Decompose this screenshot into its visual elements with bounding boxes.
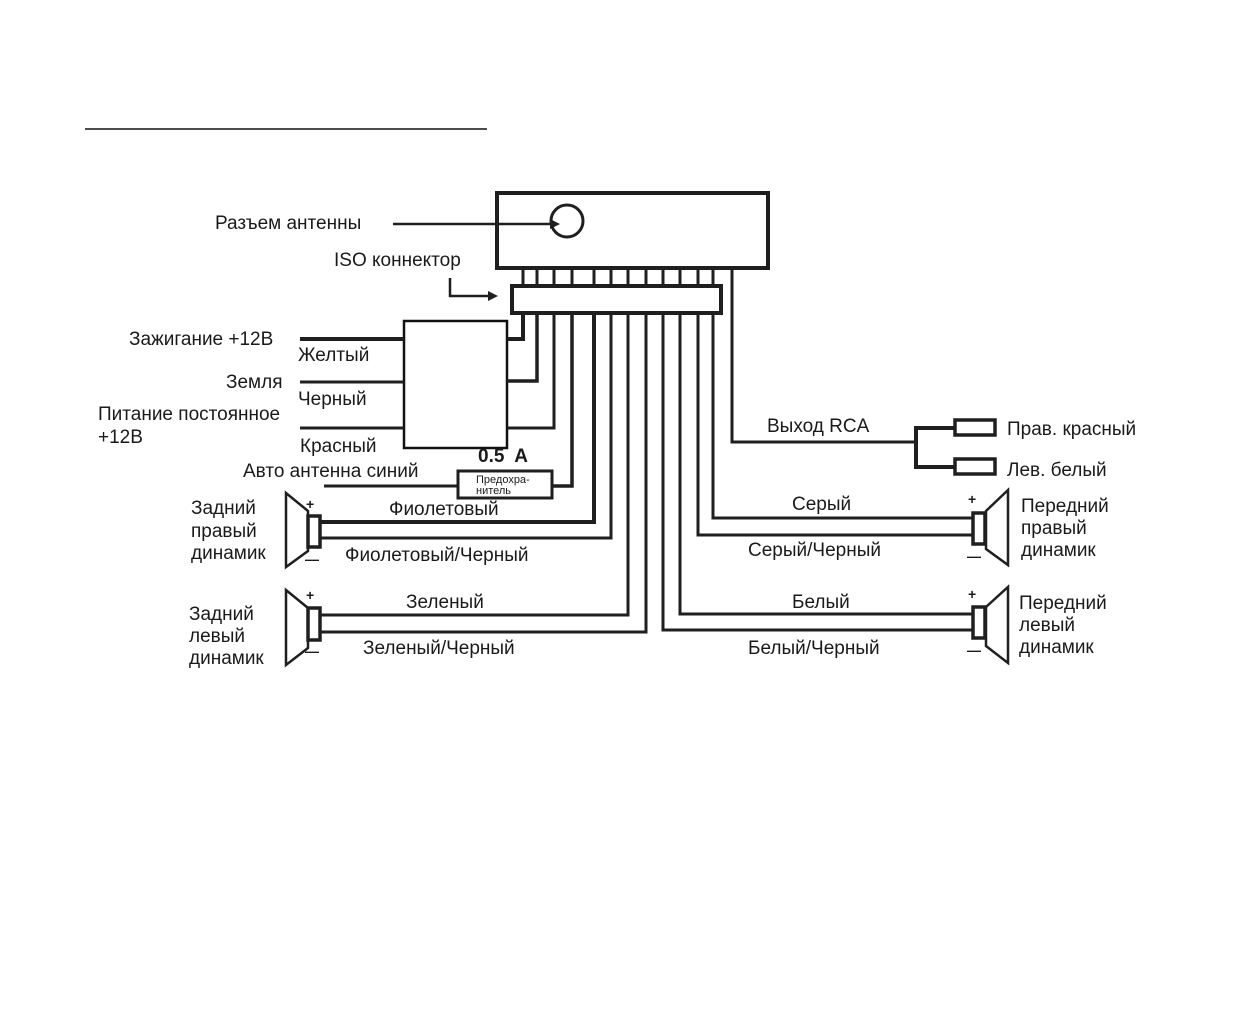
violet-wire-label: Фиолетовый — [389, 499, 499, 520]
rear-right-speaker-label-3: динамик — [191, 543, 266, 564]
green-black-wire-label: Зеленый/Черный — [363, 638, 515, 659]
auto-antenna-label: Авто антенна синий — [243, 461, 418, 482]
rca-left-label: Лев. белый — [1007, 460, 1107, 481]
plus-sign: + — [306, 587, 314, 603]
fuse-label: Предохра- — [476, 474, 530, 486]
rca-wire — [730, 268, 916, 444]
front-right-speaker-label: Передний — [1021, 496, 1109, 517]
black-wire-label: Черный — [298, 389, 367, 410]
head-unit — [495, 191, 770, 270]
green-wire-label: Зеленый — [406, 592, 484, 613]
white-wire — [678, 313, 973, 616]
plus-sign: + — [968, 491, 976, 507]
fuse — [456, 469, 554, 500]
front-left-speaker-label-3: динамик — [1019, 637, 1094, 658]
front-right-speaker-label-2: правый — [1021, 518, 1087, 539]
front-right-speaker-icon — [971, 487, 1010, 568]
minus-sign: — — [967, 548, 981, 564]
constant-power-label-2: +12В — [98, 427, 143, 448]
white-wire-label: Белый — [792, 592, 850, 613]
rear-right-speaker-icon — [284, 490, 322, 570]
front-left-speaker-label: Передний — [1019, 593, 1107, 614]
gray-black-wire — [696, 313, 973, 537]
rear-left-speaker-label-2: левый — [189, 626, 245, 647]
violet-wire — [320, 313, 596, 524]
constant-power-label: Питание постоянное — [98, 404, 280, 425]
fuse-label-2: нитель — [476, 485, 511, 497]
yellow-wire-label: Желтый — [298, 345, 369, 366]
front-right-speaker-label-3: динамик — [1021, 540, 1096, 561]
minus-sign: — — [967, 642, 981, 658]
front-left-speaker-icon — [971, 584, 1010, 666]
gray-wire-label: Серый — [792, 494, 851, 515]
white-black-wire — [661, 313, 973, 632]
rca-left-plug — [953, 457, 997, 476]
rear-right-speaker-label-2: правый — [191, 521, 257, 542]
plus-sign: + — [306, 496, 314, 512]
gray-wire — [711, 313, 973, 520]
black-wire — [507, 313, 539, 383]
front-left-speaker-label-2: левый — [1019, 615, 1075, 636]
rear-left-speaker-label-3: динамик — [189, 648, 264, 669]
plus-sign: + — [968, 586, 976, 602]
violet-black-wire — [320, 313, 613, 540]
arrow-icon — [488, 291, 498, 301]
minus-sign: — — [305, 551, 319, 567]
iso-pointer-line — [448, 278, 490, 298]
rear-left-speaker-icon — [284, 587, 322, 668]
minus-sign: — — [305, 643, 319, 659]
rear-left-speaker-label: Задний — [189, 604, 254, 625]
ignition-label: Зажигание +12В — [129, 329, 273, 350]
blue-wire — [553, 313, 574, 488]
connector-pins — [521, 268, 715, 286]
antenna-socket-label: Разъем антенны — [215, 213, 361, 234]
ground-label: Земля — [226, 372, 282, 393]
rca-right-label: Прав. красный — [1007, 419, 1136, 440]
fuse-rating: 0.5 A — [478, 446, 528, 467]
antenna-socket-icon — [549, 203, 585, 239]
yellow-wire — [507, 313, 525, 341]
red-wire — [507, 313, 556, 430]
arrow-icon — [550, 219, 560, 229]
white-black-wire-label: Белый/Черный — [748, 638, 880, 659]
iso-connector — [510, 284, 723, 315]
green-black-wire — [320, 313, 648, 634]
green-wire — [320, 313, 630, 617]
power-junction-box — [402, 319, 509, 450]
violet-black-wire-label: Фиолетовый/Черный — [345, 545, 529, 566]
rca-split — [914, 426, 955, 469]
gray-black-wire-label: Серый/Черный — [748, 540, 881, 561]
rca-right-plug — [953, 418, 997, 437]
red-wire-label: Красный — [300, 436, 376, 457]
rca-output-label: Выход RCA — [767, 416, 870, 437]
iso-connector-label: ISO коннектор — [334, 250, 461, 271]
rear-right-speaker-label: Задний — [191, 498, 256, 519]
